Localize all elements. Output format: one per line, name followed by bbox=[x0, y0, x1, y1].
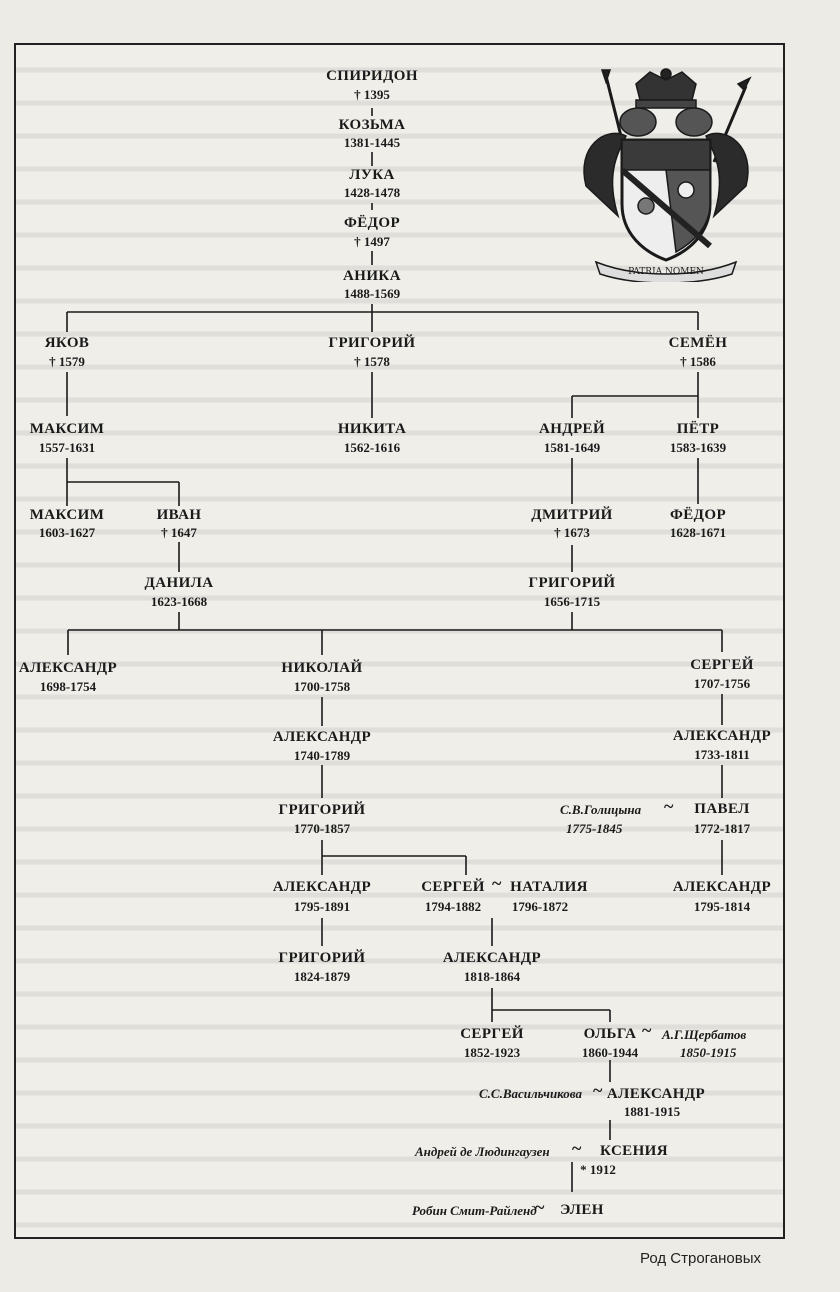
person-name: СЕМЁН bbox=[668, 335, 728, 351]
person-dates: 1488-1569 bbox=[343, 286, 401, 301]
person-name: ФЁДОР bbox=[669, 507, 727, 523]
person-dates: † 1586 bbox=[680, 354, 716, 369]
spouse-dates: 1850-1915 bbox=[680, 1045, 737, 1060]
person-name: АНДРЕЙ bbox=[538, 421, 606, 437]
person-dates: 1772-1817 bbox=[693, 821, 751, 836]
person-name: ДАНИЛА bbox=[144, 575, 214, 591]
coat-of-arms-image: PATRIA NOMEN bbox=[583, 68, 752, 282]
person-dates: 1770-1857 bbox=[293, 821, 351, 836]
person-name: ПАВЕЛ bbox=[694, 801, 750, 817]
figure-caption: Род Строгановых bbox=[640, 1250, 762, 1267]
marriage-symbol: ~ bbox=[664, 796, 674, 816]
person-dates: * 1912 bbox=[580, 1162, 616, 1177]
person-dates: 1428-1478 bbox=[343, 185, 401, 200]
person-name: АЛЕКСАНДР bbox=[672, 879, 772, 895]
coat-of-arms-motto: PATRIA NOMEN bbox=[628, 267, 704, 277]
person-dates: 1562-1616 bbox=[343, 440, 401, 455]
person-dates: 1628-1671 bbox=[669, 525, 727, 540]
person-name: АЛЕКСАНДР bbox=[442, 950, 542, 966]
person-dates: † 1578 bbox=[354, 354, 390, 369]
person-name: ГРИГОРИЙ bbox=[528, 575, 616, 591]
spouse-name: Андрей де Людингаузен bbox=[415, 1144, 550, 1159]
marriage-symbol: ~ bbox=[593, 1080, 603, 1100]
person-dates: 1557-1631 bbox=[38, 440, 96, 455]
person-dates: 1707-1756 bbox=[693, 676, 751, 691]
person-name: ЭЛЕН bbox=[560, 1202, 604, 1218]
person-dates: 1796-1872 bbox=[511, 899, 569, 914]
person-dates: 1740-1789 bbox=[293, 748, 351, 763]
person-dates: 1852-1923 bbox=[463, 1045, 521, 1060]
marriage-symbol: ~ bbox=[572, 1138, 582, 1158]
person-name: ПЁТР bbox=[676, 421, 720, 437]
person-dates: 1698-1754 bbox=[39, 679, 97, 694]
person-name: ГРИГОРИЙ bbox=[278, 802, 366, 818]
person-name: АЛЕКСАНДР bbox=[272, 879, 372, 895]
marriage-symbol: ~ bbox=[642, 1020, 652, 1040]
person-dates: 1860-1944 bbox=[581, 1045, 639, 1060]
person-dates: 1656-1715 bbox=[543, 594, 601, 609]
person-name: МАКСИМ bbox=[29, 421, 105, 437]
marriage-symbol: ~ bbox=[492, 873, 502, 893]
person-dates: † 1579 bbox=[49, 354, 85, 369]
person-dates: 1733-1811 bbox=[694, 747, 750, 762]
spouse-name: А.Г.Щербатов bbox=[662, 1027, 747, 1042]
person-name: ФЁДОР bbox=[343, 215, 401, 231]
person-name: АНИКА bbox=[343, 268, 401, 284]
person-name: ДМИТРИЙ bbox=[531, 507, 613, 523]
person-dates: 1881-1915 bbox=[623, 1104, 681, 1119]
person-name: ОЛЬГА bbox=[583, 1026, 637, 1042]
person-dates: 1623-1668 bbox=[150, 594, 208, 609]
person-name: СЕРГЕЙ bbox=[421, 879, 485, 895]
person-dates: † 1497 bbox=[354, 234, 390, 249]
person-dates: † 1647 bbox=[161, 525, 197, 540]
person-dates: 1824-1879 bbox=[293, 969, 351, 984]
spouse-dates: 1775-1845 bbox=[566, 821, 623, 836]
person-name: АЛЕКСАНДР bbox=[272, 729, 372, 745]
person-name: СПИРИДОН bbox=[326, 68, 418, 84]
spouse-name: С.В.Голицына bbox=[560, 802, 642, 817]
person-name: ГРИГОРИЙ bbox=[328, 335, 416, 351]
person-dates: 1381-1445 bbox=[343, 135, 401, 150]
spouse-name: С.С.Васильчикова bbox=[479, 1086, 582, 1101]
person-name: ИВАН bbox=[156, 507, 202, 523]
person-dates: 1583-1639 bbox=[669, 440, 727, 455]
person-name: АЛЕКСАНДР bbox=[18, 660, 118, 676]
person-name: НИКОЛАЙ bbox=[281, 660, 363, 676]
person-name: КСЕНИЯ bbox=[600, 1143, 668, 1159]
person-dates: 1818-1864 bbox=[463, 969, 521, 984]
person-name: СЕРГЕЙ bbox=[460, 1026, 524, 1042]
person-name: НИКИТА bbox=[337, 421, 407, 437]
person-dates: 1581-1649 bbox=[543, 440, 601, 455]
person-name: НАТАЛИЯ bbox=[510, 879, 588, 895]
person-dates: † 1395 bbox=[354, 87, 390, 102]
person-dates: 1700-1758 bbox=[293, 679, 351, 694]
person-name: ГРИГОРИЙ bbox=[278, 950, 366, 966]
marriage-symbol: ~ bbox=[535, 1197, 545, 1217]
person-dates: 1794-1882 bbox=[424, 899, 482, 914]
person-name: СЕРГЕЙ bbox=[690, 657, 754, 673]
person-name: АЛЕКСАНДР bbox=[606, 1086, 706, 1102]
person-name: КОЗЬМА bbox=[338, 117, 406, 133]
person-dates: 1795-1814 bbox=[693, 899, 751, 914]
person-dates: 1795-1891 bbox=[293, 899, 351, 914]
person-name: МАКСИМ bbox=[29, 507, 105, 523]
spouse-name: Робин Смит-Райленд bbox=[412, 1203, 537, 1218]
person-name: ЛУКА bbox=[349, 167, 395, 183]
person-dates: † 1673 bbox=[554, 525, 590, 540]
person-name: ЯКОВ bbox=[44, 335, 90, 351]
person-dates: 1603-1627 bbox=[38, 525, 96, 540]
person-name: АЛЕКСАНДР bbox=[672, 728, 772, 744]
